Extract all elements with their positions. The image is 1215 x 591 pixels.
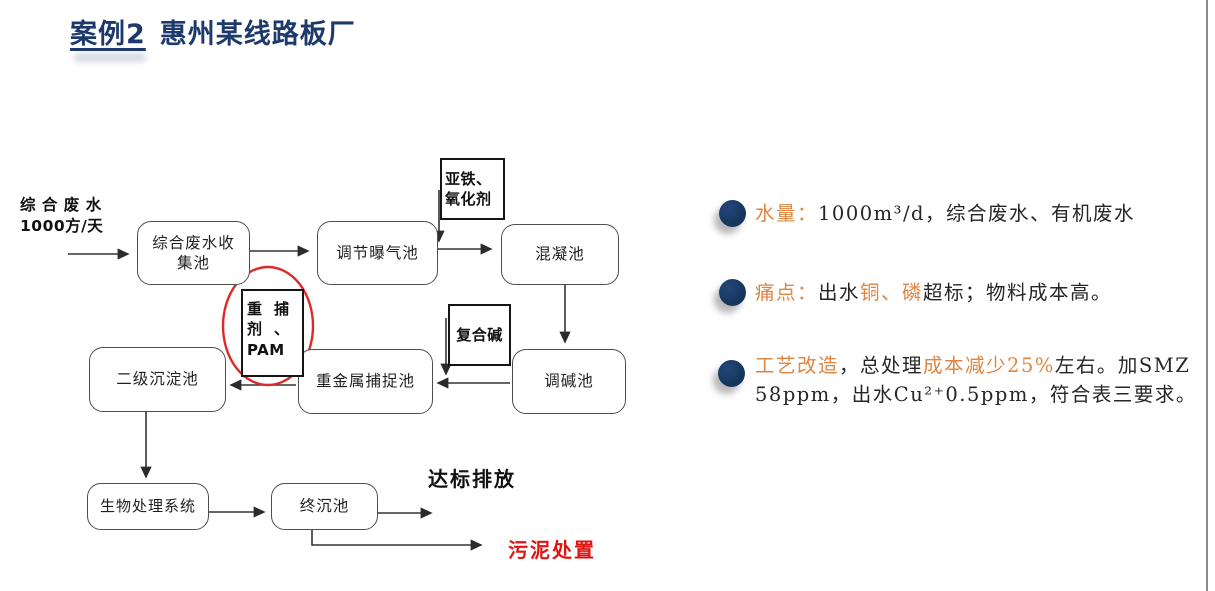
node-secondary-sedimentation-pool: 二级沉淀池 — [89, 347, 226, 412]
slide-title: 案例2 惠州某线路板厂 — [70, 12, 356, 51]
title-case-label: 案例2 — [70, 19, 146, 50]
node-coagulation-pool: 混凝池 — [501, 224, 619, 285]
slide-right-border — [1206, 0, 1208, 591]
chem-ferrous-oxidant-box: 亚铁、 氧化剂 — [440, 158, 505, 220]
flow-connectors — [68, 190, 571, 551]
bullet-pain-points: 痛点：出水铜、磷超标；物料成本高。 — [755, 281, 1113, 304]
node-collection-pool: 综合废水收 集池 — [137, 221, 250, 285]
bullet-icon — [719, 200, 746, 227]
bullet-icon — [719, 279, 746, 306]
bullet-water-volume: 水量：1000m³/d，综合废水、有机废水 — [755, 202, 1136, 225]
discharge-label: 达标排放 — [428, 467, 516, 491]
node-aeration-pool: 调节曝气池 — [317, 221, 438, 285]
title-factory-label: 惠州某线路板厂 — [159, 19, 356, 50]
sludge-disposal-label: 污泥处置 — [508, 538, 596, 562]
title-reflection — [74, 53, 146, 62]
node-biological-system: 生物处理系统 — [87, 483, 209, 530]
bullet-icon — [718, 360, 745, 387]
node-alkali-adjust-pool: 调碱池 — [512, 349, 626, 414]
node-final-sedimentation-pool: 终沉池 — [271, 483, 378, 530]
emphasis-ellipse — [221, 265, 315, 387]
notes-panel: 水量：1000m³/d，综合废水、有机废水 痛点：出水铜、磷超标；物料成本高。 … — [700, 0, 1205, 591]
chem-chelator-pam-box: 重 捕 剂 、 PAM — [241, 289, 304, 377]
influent-label: 综 合 废 水 1000方/天 — [20, 196, 104, 235]
chem-compound-alkali-box: 复合碱 — [448, 304, 511, 366]
flow-diagram: 综 合 废 水 1000方/天 综合废水收 集池 调节曝气池 混凝池 调碱池 重… — [20, 158, 626, 562]
bullet-process-upgrade: 工艺改造，总处理成本减少25%左右。加SMZ 58ppm，出水Cu²⁺0.5pp… — [755, 354, 1197, 406]
node-heavy-metal-capture-pool: 重金属捕捉池 — [298, 349, 433, 414]
